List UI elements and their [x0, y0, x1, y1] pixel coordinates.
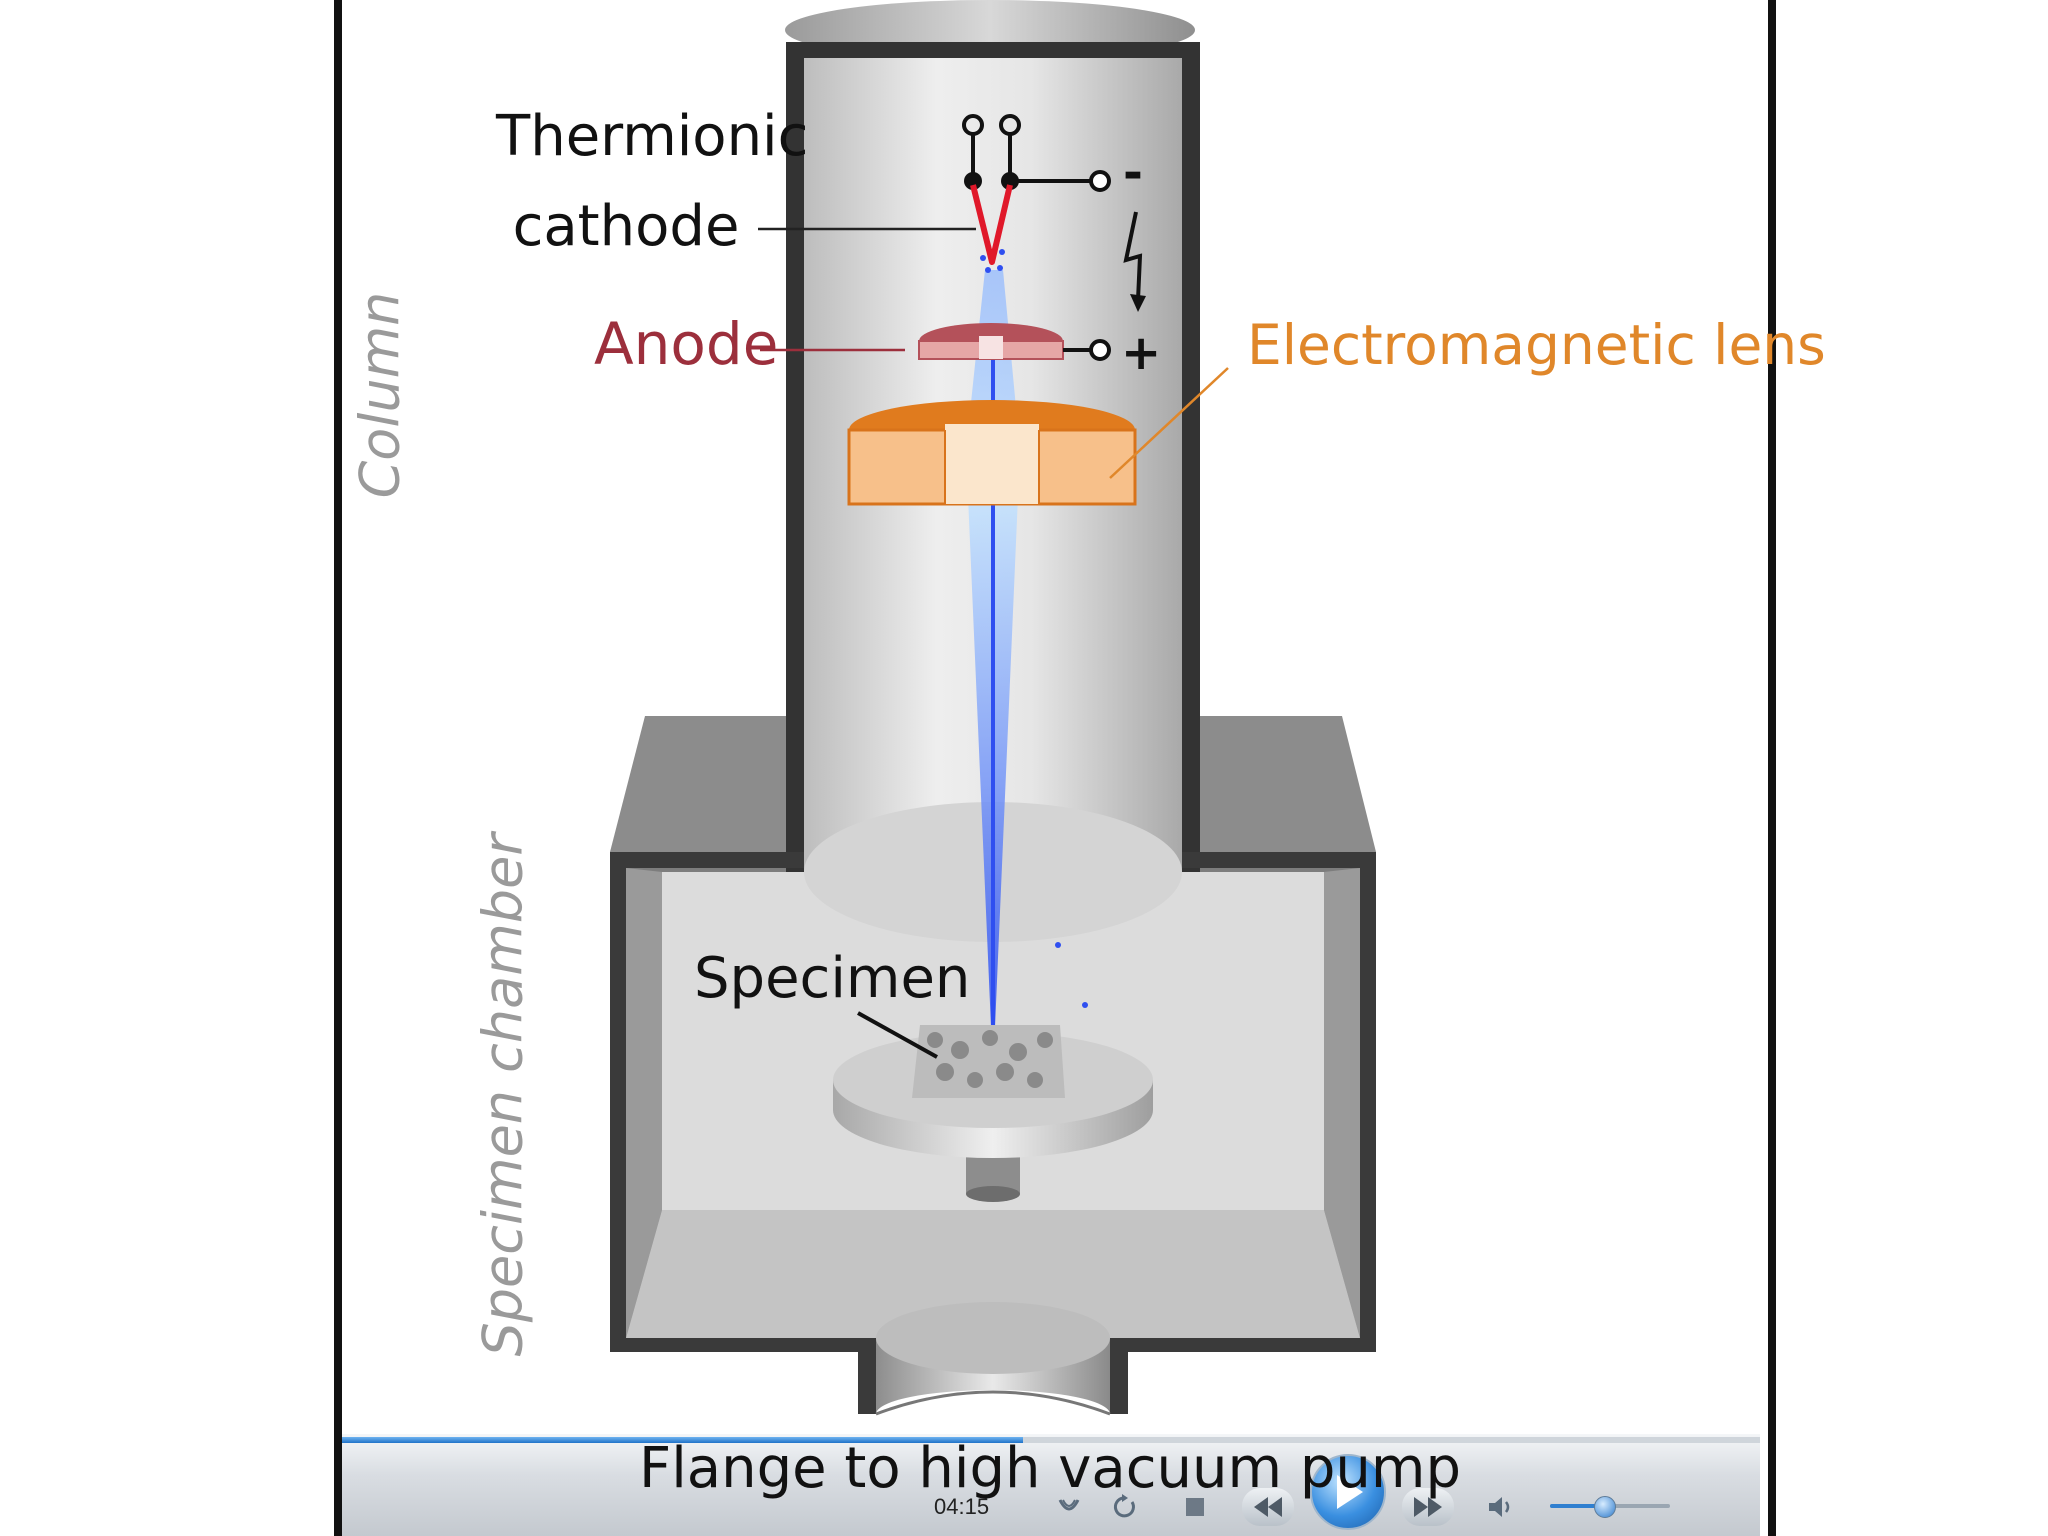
- volume-slider-knob[interactable]: [1594, 1496, 1616, 1518]
- anode: [918, 323, 1111, 361]
- positive-terminal-label: +: [1121, 325, 1162, 381]
- seek-bar[interactable]: [342, 1437, 1760, 1443]
- specimen-stage: [833, 942, 1153, 1202]
- electromagnetic-lens-label: Electromagnetic lens: [1247, 313, 1826, 377]
- anode-label: Anode: [594, 310, 779, 378]
- fast-forward-button[interactable]: [1402, 1488, 1454, 1526]
- play-icon: [1337, 1475, 1363, 1509]
- stop-icon: [1186, 1498, 1204, 1516]
- specimen-sample: [912, 1025, 1065, 1098]
- thermionic-label-line2: cathode: [512, 194, 740, 259]
- volume-button[interactable]: [1484, 1490, 1518, 1524]
- negative-terminal-label: -: [1123, 145, 1143, 201]
- refresh-button[interactable]: [1108, 1490, 1142, 1524]
- play-button[interactable]: [1310, 1454, 1386, 1530]
- rewind-button[interactable]: [1242, 1488, 1294, 1526]
- thermionic-label-line1: Thermionic: [496, 104, 809, 169]
- column-label: Column: [348, 291, 412, 499]
- flange: [858, 1302, 1128, 1438]
- thermionic-cathode-label: Thermionic cathode: [496, 92, 809, 272]
- cathode-filament: [970, 184, 1013, 265]
- fast-forward-icon: [1414, 1497, 1442, 1517]
- electromagnetic-lens: [847, 400, 1137, 506]
- repeat-button[interactable]: [1052, 1490, 1086, 1524]
- specimen-chamber-label: Specimen chamber: [471, 833, 535, 1357]
- specimen-label: Specimen: [694, 946, 971, 1011]
- media-player-controls: 04:15: [342, 1434, 1760, 1536]
- specimen-leader: [857, 1011, 938, 1059]
- seek-bar-progress: [342, 1437, 1023, 1443]
- repeat-icon: [1058, 1499, 1080, 1511]
- stop-button[interactable]: [1178, 1490, 1212, 1524]
- cathode: [962, 114, 1111, 273]
- discharge-bolt-icon: [1123, 211, 1143, 301]
- playback-time: 04:15: [934, 1494, 990, 1519]
- flange-label: Flange to high vacuum pump: [639, 1436, 1462, 1501]
- volume-icon: [1489, 1497, 1510, 1517]
- volume-slider[interactable]: [1550, 1496, 1670, 1518]
- refresh-icon: [1113, 1494, 1135, 1518]
- volume-level: [1550, 1504, 1604, 1508]
- lens-leader: [1109, 367, 1229, 479]
- rewind-icon: [1254, 1497, 1282, 1517]
